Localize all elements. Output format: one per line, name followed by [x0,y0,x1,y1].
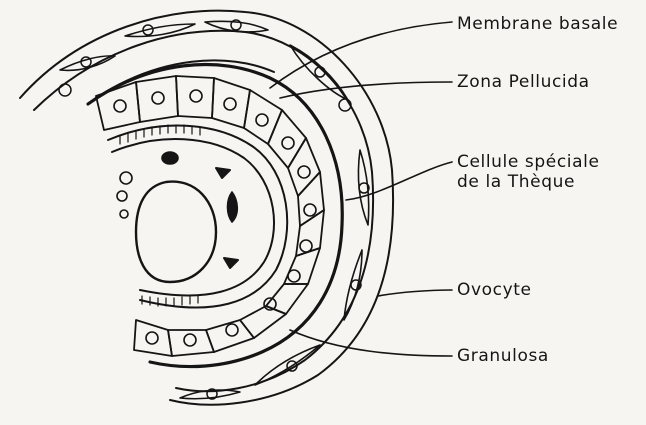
cytoplasm-bodies [117,152,237,222]
zona-pellucida-outer [108,126,287,308]
oocyte-outline [136,182,216,282]
label-cellule-line1: Cellule spéciale [457,152,600,172]
label-cellule-speciale: Cellule spéciale de la Thèque [457,152,600,192]
granulosa-cells [96,76,324,356]
label-ovocyte: Ovocyte [457,280,532,300]
leader-ovocyte [378,290,452,296]
label-zona-pellucida: Zona Pellucida [457,72,590,92]
leader-cellule [346,162,452,200]
label-membrane-basale: Membrane basale [457,14,618,34]
leader-zona [280,82,452,98]
leader-lines [270,22,452,356]
label-cellule-line2: de la Thèque [457,172,600,192]
label-granulosa: Granulosa [457,346,549,366]
